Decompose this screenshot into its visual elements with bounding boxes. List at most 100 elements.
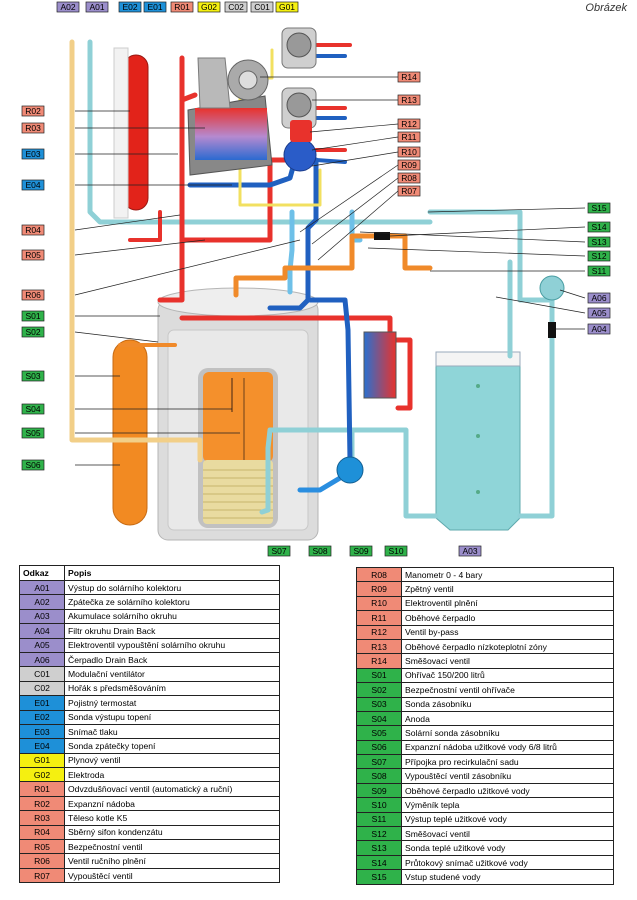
- legend-code: G02: [19, 767, 65, 783]
- flow-sensor: [374, 232, 390, 240]
- label-text: S07: [271, 546, 286, 556]
- label-box: [224, 1, 248, 13]
- label-text: S01: [25, 311, 40, 321]
- drain-back-pump: [539, 275, 565, 301]
- label-r02: R02: [21, 105, 45, 117]
- label-text: R05: [25, 250, 41, 260]
- label-text: S14: [591, 222, 606, 232]
- label-text: S03: [25, 371, 40, 381]
- label-box: [21, 326, 45, 338]
- legend-code: R13: [356, 638, 402, 655]
- legend-desc: Hořák s předsměšováním: [64, 680, 280, 697]
- legend-code: S02: [356, 682, 402, 698]
- label-text: R12: [401, 119, 417, 129]
- solar-accumulation-tank: [435, 351, 521, 531]
- legend-desc: Ohřívač 150/200 litrů: [401, 667, 614, 684]
- label-text: A01: [89, 2, 104, 12]
- label-text: R10: [401, 147, 417, 157]
- legend-desc: Solární sonda zásobníku: [401, 725, 614, 741]
- legend-code: R10: [356, 595, 402, 612]
- legend-code: S03: [356, 696, 402, 712]
- legend-desc: Oběhové čerpadlo nízkoteplotní zóny: [401, 638, 614, 655]
- legend-code: S14: [356, 854, 402, 871]
- label-box: [587, 265, 611, 277]
- label-box: [587, 202, 611, 214]
- label-text: R03: [25, 123, 41, 133]
- label-text: C01: [254, 2, 270, 12]
- label-text: R13: [401, 95, 417, 105]
- legend-desc: Filtr okruhu Drain Back: [64, 623, 280, 639]
- label-r13: R13: [397, 94, 421, 106]
- legend-code: A05: [19, 637, 65, 653]
- legend-desc: Bezpečnostní ventil: [64, 839, 280, 855]
- boiler-body: [187, 57, 273, 176]
- label-text: S12: [591, 251, 606, 261]
- legend-code: S10: [356, 797, 402, 813]
- legend-desc: Čerpadlo Drain Back: [64, 651, 280, 668]
- label-s01: S01: [21, 310, 45, 322]
- label-box: [250, 1, 274, 13]
- label-text: G02: [201, 2, 217, 12]
- label-box: [21, 105, 45, 117]
- label-box: [397, 131, 421, 143]
- label-e01: E01: [143, 1, 167, 13]
- label-text: R07: [401, 186, 417, 196]
- label-r10: R10: [397, 146, 421, 158]
- legend-code: S08: [356, 768, 402, 784]
- label-a03: A03: [458, 545, 482, 557]
- label-box: [56, 1, 80, 13]
- label-box: [21, 122, 45, 134]
- legend-desc: Těleso kotle K5: [64, 810, 280, 826]
- label-text: R04: [25, 225, 41, 235]
- label-s03: S03: [21, 370, 45, 382]
- label-c01: C01: [250, 1, 274, 13]
- legend-desc: Odvzdušňovací ventil (automatický a ručn…: [64, 781, 280, 797]
- label-r06: R06: [21, 289, 45, 301]
- legend-code: A02: [19, 594, 65, 610]
- legend-code: S07: [356, 754, 402, 770]
- legend-desc: Ventil ručního plnění: [64, 853, 280, 869]
- legend-desc: Vypouštěcí ventil: [64, 867, 280, 884]
- legend-desc: Bezpečnostní ventil ohřívače: [401, 682, 614, 698]
- legend-desc: Ventil by-pass: [401, 624, 614, 640]
- legend-code: R02: [19, 795, 65, 812]
- legend-desc: Oběhové čerpadlo užitkové vody: [401, 782, 614, 799]
- legend-desc: Akumulace solárního okruhu: [64, 608, 280, 625]
- label-a04: A04: [587, 323, 611, 335]
- label-s02: S02: [21, 326, 45, 338]
- dhw-expansion-tank: [112, 339, 148, 526]
- legend-desc: Přípojka pro recirkulační sadu: [401, 754, 614, 770]
- legend-code: E02: [19, 709, 65, 725]
- label-box: [85, 1, 109, 13]
- label-box: [308, 545, 332, 557]
- label-text: S04: [25, 404, 40, 414]
- label-box: [267, 545, 291, 557]
- legend-code: S09: [356, 782, 402, 799]
- legend-code: R07: [19, 867, 65, 884]
- label-box: [21, 179, 45, 191]
- label-s04: S04: [21, 403, 45, 415]
- label-r12: R12: [397, 118, 421, 130]
- legend-desc: Pojistný termostat: [64, 695, 280, 711]
- label-text: E01: [147, 2, 162, 12]
- label-box: [397, 185, 421, 197]
